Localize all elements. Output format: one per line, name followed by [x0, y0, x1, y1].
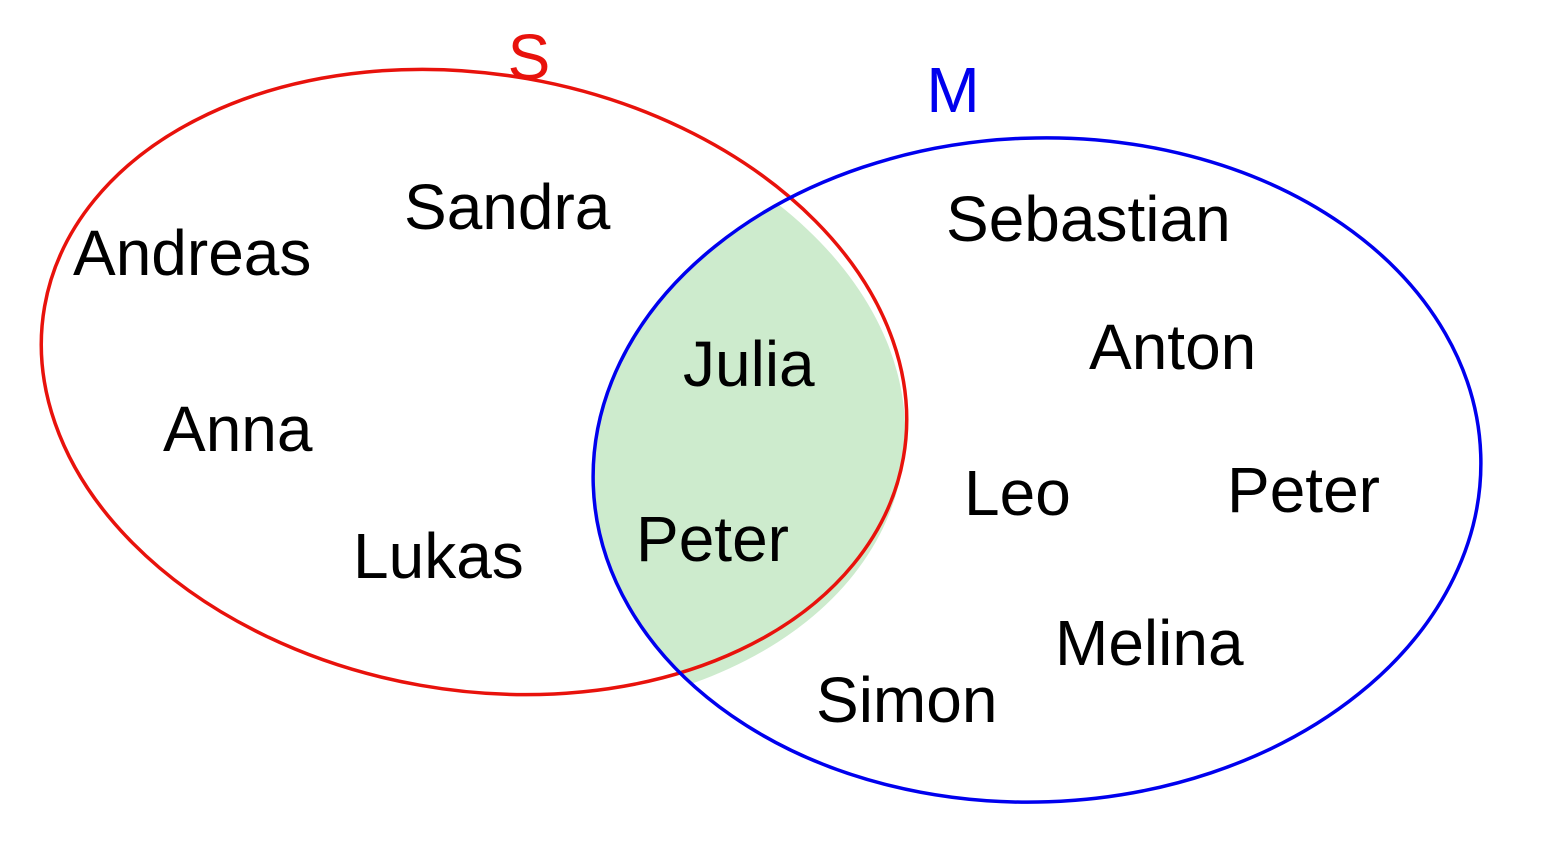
set-s-member: Lukas	[353, 520, 524, 592]
set-m-member: Simon	[816, 664, 997, 736]
set-s-member: Anna	[163, 393, 313, 465]
set-m-member: Leo	[964, 457, 1071, 529]
intersection-member: Julia	[683, 328, 815, 400]
set-s-label: S	[508, 21, 551, 93]
set-s-ellipse	[39, 67, 909, 697]
intersection-member: Peter	[636, 503, 789, 575]
set-m-ellipse	[591, 136, 1483, 804]
set-m-member: Anton	[1089, 311, 1256, 383]
set-s-member: Sandra	[404, 171, 611, 243]
set-s-member: Andreas	[73, 217, 311, 289]
set-m-member: Melina	[1055, 607, 1244, 679]
set-m-member: Peter	[1227, 454, 1380, 526]
set-m-label: M	[926, 54, 979, 126]
set-m-member: Sebastian	[946, 183, 1231, 255]
